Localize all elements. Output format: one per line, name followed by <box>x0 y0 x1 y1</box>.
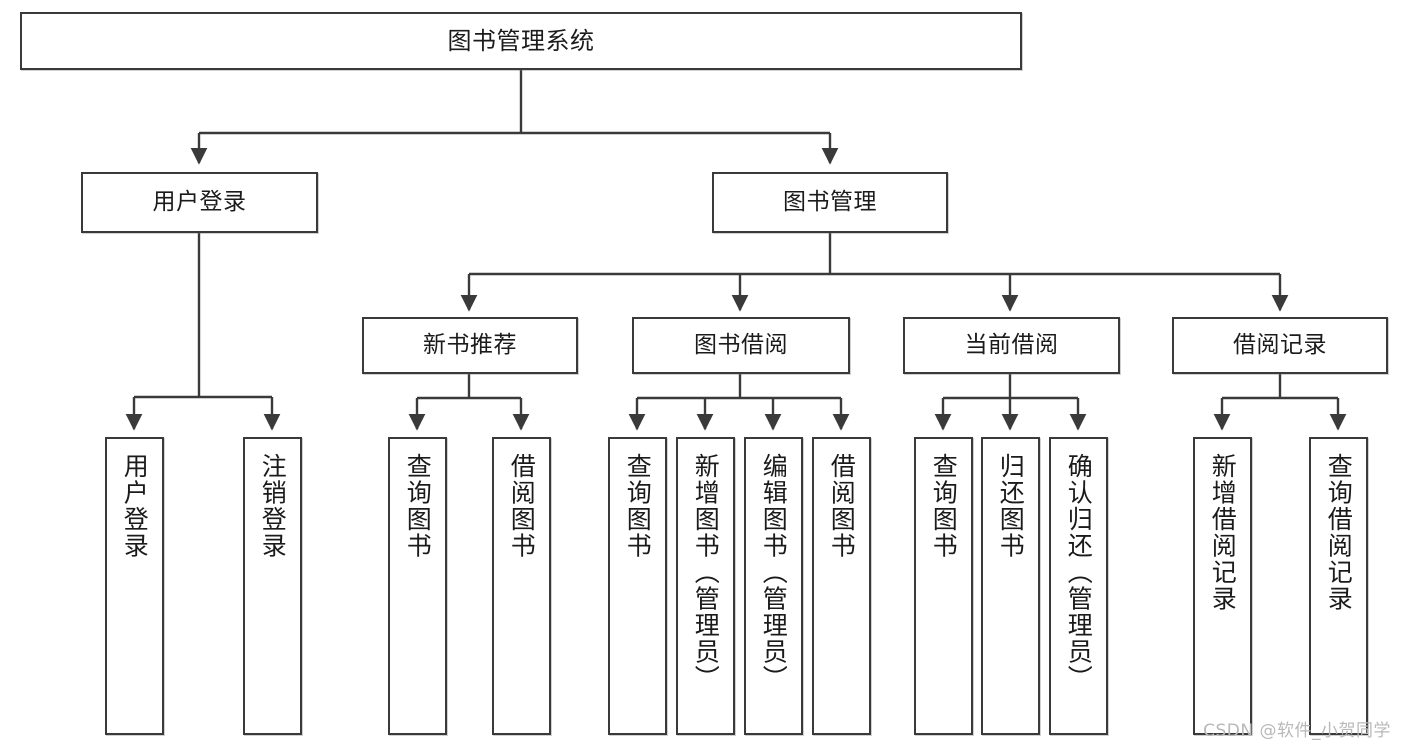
node-label: 编辑图书（管理员） <box>759 453 789 692</box>
node-label: 归还图书 <box>996 453 1026 559</box>
node-label: 当前借阅 <box>964 331 1059 358</box>
node-label: 查询借阅记录 <box>1324 453 1354 612</box>
node-current-borrow[interactable]: 当前借阅 <box>903 317 1120 374</box>
node-label: 用户登录 <box>120 453 150 559</box>
node-label: 确认归还（管理员） <box>1064 453 1094 692</box>
leaf-current-query-book[interactable]: 查询图书 <box>914 437 973 735</box>
node-book-borrow[interactable]: 图书借阅 <box>632 317 850 374</box>
leaf-user-login[interactable]: 用户登录 <box>105 437 164 735</box>
node-label: 图书借阅 <box>694 331 788 358</box>
node-label: 图书管理 <box>783 188 877 215</box>
leaf-recommend-query-book[interactable]: 查询图书 <box>388 437 447 735</box>
node-label: 查询图书 <box>403 453 433 559</box>
leaf-record-add-borrow-record[interactable]: 新增借阅记录 <box>1193 437 1252 735</box>
node-label: 借阅记录 <box>1233 331 1327 358</box>
node-label: 注销登录 <box>258 453 288 559</box>
node-label: 用户登录 <box>152 188 247 215</box>
node-label: 新增借阅记录 <box>1208 453 1238 612</box>
node-borrow-record[interactable]: 借阅记录 <box>1172 317 1388 374</box>
leaf-borrow-edit-book-admin[interactable]: 编辑图书（管理员） <box>744 437 803 735</box>
leaf-borrow-borrow-book[interactable]: 借阅图书 <box>812 437 871 735</box>
csdn-watermark: CSDN @软件_小贺同学 <box>1203 721 1391 741</box>
node-label: 查询图书 <box>623 453 653 559</box>
leaf-current-return-book[interactable]: 归还图书 <box>981 437 1040 735</box>
node-user-login[interactable]: 用户登录 <box>81 172 318 233</box>
node-book-management[interactable]: 图书管理 <box>712 172 948 233</box>
leaf-borrow-add-book-admin[interactable]: 新增图书（管理员） <box>676 437 735 735</box>
node-label: 借阅图书 <box>507 453 537 559</box>
node-label: 图书管理系统 <box>447 26 595 55</box>
node-label: 查询图书 <box>929 453 959 559</box>
node-label: 新增图书（管理员） <box>691 453 721 692</box>
node-new-book-recommend[interactable]: 新书推荐 <box>362 317 578 374</box>
node-root-system[interactable]: 图书管理系统 <box>20 12 1022 70</box>
node-label: 新书推荐 <box>423 331 517 358</box>
leaf-recommend-borrow-book[interactable]: 借阅图书 <box>492 437 551 735</box>
leaf-current-confirm-return-admin[interactable]: 确认归还（管理员） <box>1049 437 1108 735</box>
leaf-logout[interactable]: 注销登录 <box>243 437 302 735</box>
leaf-borrow-query-book[interactable]: 查询图书 <box>608 437 667 735</box>
leaf-record-query-borrow-record[interactable]: 查询借阅记录 <box>1309 437 1368 735</box>
node-label: 借阅图书 <box>827 453 857 559</box>
